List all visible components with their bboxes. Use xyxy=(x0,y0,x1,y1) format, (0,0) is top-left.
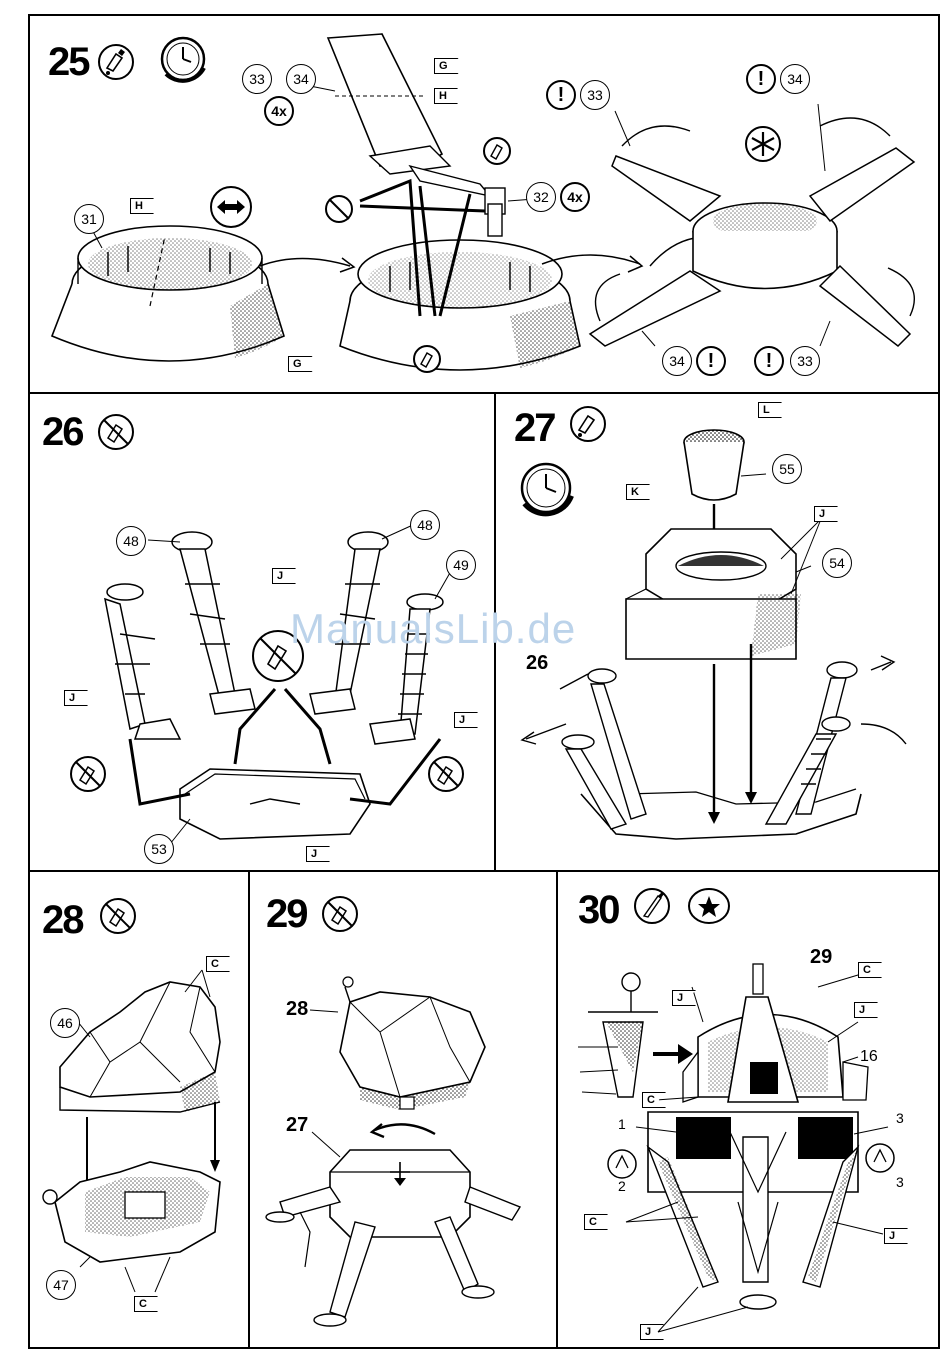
part-callout: 31 xyxy=(74,204,104,234)
part-callout: 33 xyxy=(790,346,820,376)
part-callout: 46 xyxy=(50,1008,80,1038)
final-assembly-illustration xyxy=(558,872,940,1349)
step-25-panel: 25 xyxy=(28,14,940,394)
decal-number: 1 xyxy=(618,1116,626,1132)
no-glue-icon xyxy=(426,754,466,794)
step-reference: 28 xyxy=(286,998,308,1021)
step-reference: 29 xyxy=(810,946,832,969)
attention-icon: ! xyxy=(546,80,576,110)
part-callout: 33 xyxy=(580,80,610,110)
glue-icon xyxy=(482,136,512,166)
decal-number: 3 xyxy=(896,1110,904,1126)
part-callout: 53 xyxy=(144,834,174,864)
step-reference: 16 xyxy=(860,1048,878,1066)
quantity-badge: 4x xyxy=(264,96,294,126)
step-29-panel: 29 xyxy=(248,870,558,1349)
part-callout: 33 xyxy=(242,64,272,94)
step-28-panel: 28 46 47 C C xyxy=(28,870,250,1349)
part-callout: 48 xyxy=(410,510,440,540)
part-callout: 34 xyxy=(662,346,692,376)
part-callout: 54 xyxy=(822,548,852,578)
lander-on-surface-illustration xyxy=(250,872,558,1349)
step-30-panel: 30 xyxy=(556,870,940,1349)
part-callout: 55 xyxy=(772,454,802,484)
decal-number: 3 xyxy=(896,1174,904,1190)
no-glue-icon xyxy=(324,194,354,224)
quantity-badge: 4x xyxy=(560,182,590,212)
no-glue-icon xyxy=(68,754,108,794)
attention-icon: ! xyxy=(746,64,776,94)
attention-icon: ! xyxy=(754,346,784,376)
step-reference: 27 xyxy=(286,1114,308,1137)
alignment-arrow-icon xyxy=(208,184,254,230)
part-callout: 32 xyxy=(526,182,556,212)
attention-icon: ! xyxy=(696,346,726,376)
part-callout: 49 xyxy=(446,550,476,580)
decal-number: 2 xyxy=(618,1178,626,1194)
part-callout: 48 xyxy=(116,526,146,556)
part-callout: 34 xyxy=(286,64,316,94)
step-reference: 26 xyxy=(526,652,548,675)
part-callout: 47 xyxy=(46,1270,76,1300)
watermark: ManualsLib.de xyxy=(290,605,576,653)
glue-icon xyxy=(412,344,442,374)
part-callout: 34 xyxy=(780,64,810,94)
